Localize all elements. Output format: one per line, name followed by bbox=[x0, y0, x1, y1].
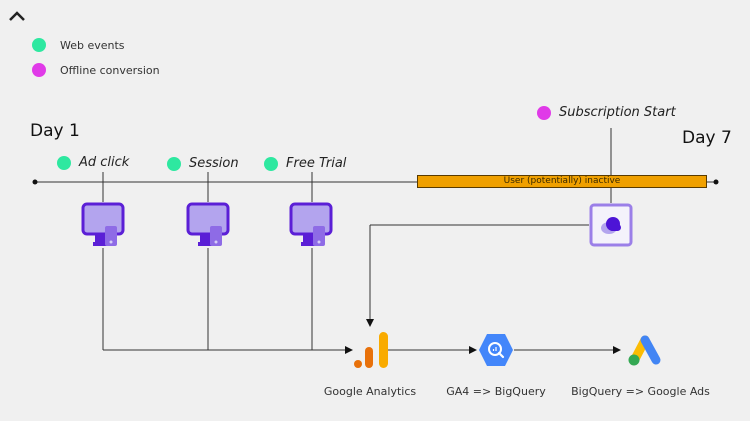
event-ad-click: Ad click bbox=[57, 155, 129, 170]
web-events-dot-icon bbox=[32, 38, 46, 52]
monitor-phone-icon bbox=[289, 202, 333, 246]
google-analytics-icon bbox=[354, 332, 388, 368]
cloud-icon bbox=[589, 203, 633, 247]
web-event-dot-icon bbox=[167, 156, 181, 171]
event-free-trial: Free Trial bbox=[264, 156, 346, 171]
day-end-label: Day 7 bbox=[682, 128, 732, 148]
chevron-up-icon[interactable] bbox=[8, 10, 28, 22]
timeline-start-dot bbox=[32, 179, 38, 185]
event-label: Free Trial bbox=[286, 156, 347, 171]
day-start-label: Day 1 bbox=[30, 121, 80, 141]
legend-label: Web events bbox=[60, 38, 125, 52]
bigquery-icon bbox=[479, 334, 513, 366]
pipeline-label-google-analytics: Google Analytics bbox=[323, 385, 417, 398]
web-event-dot-icon bbox=[57, 155, 71, 170]
pipeline-label-ga4-bigquery: GA4 => BigQuery bbox=[446, 385, 546, 398]
event-subscription-start: Subscription Start bbox=[537, 105, 676, 120]
inactive-period-bar: User (potentially) inactive bbox=[417, 175, 707, 188]
legend-offline-conversion: Offline conversion bbox=[32, 63, 160, 77]
web-event-dot-icon bbox=[264, 156, 278, 171]
event-label: Ad click bbox=[79, 155, 130, 170]
event-label: Subscription Start bbox=[559, 105, 676, 120]
monitor-phone-icon bbox=[186, 202, 230, 246]
event-session: Session bbox=[167, 156, 239, 171]
timeline-end-dot bbox=[713, 179, 719, 185]
monitor-phone-icon bbox=[81, 202, 125, 246]
google-ads-icon bbox=[628, 335, 661, 366]
offline-event-dot-icon bbox=[537, 105, 551, 120]
pipeline-label-bigquery-google-ads: BigQuery => Google Ads bbox=[571, 385, 710, 398]
legend-label: Offline conversion bbox=[60, 63, 160, 77]
event-label: Session bbox=[189, 156, 239, 171]
offline-conversion-dot-icon bbox=[32, 63, 46, 77]
legend-web-events: Web events bbox=[32, 38, 125, 52]
